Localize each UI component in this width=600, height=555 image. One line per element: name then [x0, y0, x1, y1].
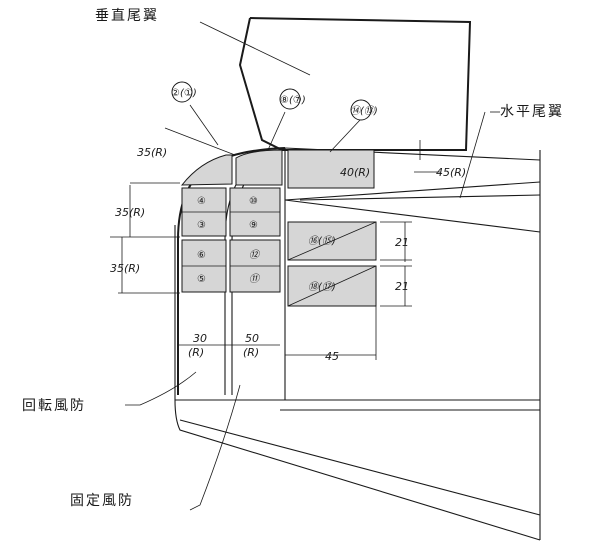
dim-r35-top: 35(R) [137, 146, 167, 159]
part-6: ⑥ [197, 250, 206, 261]
part-3: ③ [197, 220, 206, 231]
part-8-7: ⑧(⑦) [280, 95, 306, 106]
horizontal-tail-label: 水平尾翼 [500, 104, 564, 120]
vertical-tail [238, 17, 472, 151]
dim-r40: 40(R) [340, 166, 370, 179]
part-14-13: ⑭(⑬) [350, 105, 378, 117]
dim-50: 50 [245, 332, 259, 345]
part-16-15: ⑯(⑮) [308, 235, 336, 247]
panel-2 [180, 154, 233, 186]
panels [180, 149, 377, 307]
dim-50-r: (R) [243, 346, 259, 359]
part-10: ⑩ [249, 196, 258, 207]
dim-r35-mid: 35(R) [115, 206, 145, 219]
dim-30-r: (R) [188, 346, 204, 359]
part-5: ⑤ [197, 274, 206, 285]
part-2-1: ②(①) [171, 88, 197, 99]
dimension-lines [110, 127, 440, 360]
dim-r35-low: 35(R) [110, 262, 140, 275]
vertical-tail-label: 垂直尾翼 [95, 7, 159, 24]
part-12: ⑫ [249, 249, 261, 261]
part-18-17: ⑱(⑰) [308, 281, 336, 293]
leader-lines [125, 21, 500, 511]
fixed-fairing-label: 固定風防 [70, 493, 134, 509]
callout-circles [171, 81, 372, 121]
part-4: ④ [197, 196, 206, 207]
panel-8 [235, 149, 283, 186]
part-11: ⑪ [249, 273, 261, 285]
panel-14 [287, 149, 375, 189]
dim-45: 45 [325, 350, 339, 363]
dim-r45: 45(R) [436, 166, 466, 179]
rotating-fairing-label: 回転風防 [22, 398, 86, 414]
dim-30: 30 [193, 332, 207, 345]
dim-21-top: 21 [395, 236, 409, 249]
dim-21-bottom: 21 [395, 280, 409, 293]
part-9: ⑨ [249, 220, 258, 231]
